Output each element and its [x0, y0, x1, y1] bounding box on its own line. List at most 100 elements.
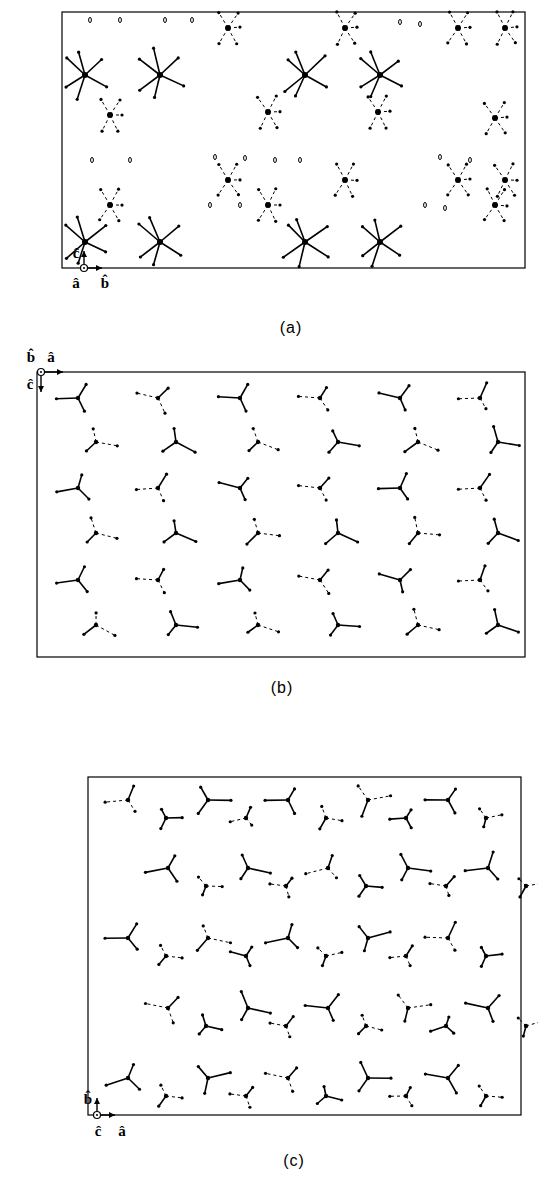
- atom-dot: [400, 878, 403, 881]
- bond-line: [498, 625, 518, 632]
- atom-dot: [94, 440, 98, 444]
- atom-dot: [503, 101, 506, 104]
- bond-line: [265, 799, 288, 801]
- axis-origin: [83, 267, 85, 269]
- atom-dot: [77, 262, 80, 265]
- bond-line: [145, 1003, 168, 1008]
- atom-dot: [493, 608, 496, 611]
- bond-line: [418, 625, 439, 630]
- atom-dot: [438, 533, 441, 536]
- atom-dot: [217, 395, 220, 398]
- axis-label: b̂: [27, 350, 35, 365]
- atom-dot: [163, 412, 166, 415]
- atom-dot: [358, 444, 361, 447]
- atom-dot: [181, 816, 184, 819]
- atom-dot: [135, 922, 138, 925]
- atom-dot: [82, 72, 88, 78]
- atom-dot: [246, 383, 249, 386]
- atom-dot: [358, 925, 361, 928]
- bond-line: [56, 397, 78, 399]
- bond-line: [296, 52, 305, 75]
- atom-dot: [290, 923, 293, 926]
- atom-dot: [144, 1002, 147, 1005]
- atom-dot: [169, 610, 172, 613]
- atom-dot: [177, 225, 180, 228]
- atom-dot: [397, 994, 400, 997]
- atom-dot: [478, 486, 482, 490]
- atom-dot: [283, 90, 286, 93]
- atom-dot: [153, 96, 156, 99]
- atom-dot: [342, 25, 348, 31]
- atom-dot: [502, 25, 508, 31]
- atom-dot: [359, 1061, 362, 1064]
- atom-dot: [82, 633, 85, 636]
- atom-dot: [444, 884, 448, 888]
- atom-dot: [298, 265, 301, 268]
- atom-dot: [264, 1072, 267, 1075]
- atom-dot: [335, 10, 338, 13]
- bond-line: [270, 1023, 286, 1026]
- atom-dot: [361, 225, 364, 228]
- atom-dot: [76, 215, 79, 218]
- atom-dot: [318, 827, 321, 830]
- atom-dot: [83, 410, 86, 413]
- atom-dot: [238, 396, 242, 400]
- axis-arrowhead: [109, 1112, 115, 1118]
- atom-dot: [217, 193, 220, 196]
- atom-dot: [162, 540, 165, 543]
- atom-dot: [437, 628, 440, 631]
- atom-dot: [355, 179, 358, 182]
- atom-dot: [517, 877, 520, 880]
- bond-line: [85, 226, 106, 242]
- atom-dot: [65, 257, 68, 260]
- atom-dot: [464, 869, 467, 872]
- atom-dot: [100, 58, 103, 61]
- atom-dot: [406, 866, 410, 870]
- atom-dot: [228, 1092, 231, 1095]
- bond-line: [137, 393, 158, 398]
- atom-dot: [206, 936, 210, 940]
- atom-dot: [446, 41, 449, 44]
- atom-dot: [196, 949, 199, 952]
- atom-dot: [465, 42, 468, 45]
- atom-dot: [505, 204, 508, 207]
- bond-line: [105, 800, 128, 802]
- atom-dot: [398, 486, 402, 490]
- atom-dot: [342, 177, 348, 183]
- atom-dot: [486, 866, 490, 870]
- atom-dot: [488, 473, 491, 476]
- atom-dot: [89, 17, 92, 22]
- bond-line: [494, 427, 498, 442]
- bond-line: [288, 800, 295, 813]
- bond-line: [78, 567, 84, 580]
- atom-dot: [515, 25, 518, 28]
- atom-dot: [241, 853, 244, 856]
- atom-dot: [217, 42, 220, 45]
- atom-dot: [357, 784, 360, 787]
- atom-dot: [304, 1004, 307, 1007]
- bond-line: [96, 533, 117, 538]
- atom-dot: [327, 476, 330, 479]
- atom-dot: [406, 633, 409, 636]
- atom-dot: [290, 877, 293, 880]
- atom-dot: [515, 179, 518, 182]
- atom-dot: [373, 218, 376, 221]
- atom-dot: [244, 155, 247, 160]
- atom-dot: [85, 449, 88, 452]
- atom-dot: [107, 202, 113, 208]
- atom-dot: [399, 19, 402, 24]
- atom-dot: [259, 127, 262, 130]
- panel-label: (b): [271, 680, 294, 696]
- axis-label: ĉ: [27, 377, 34, 392]
- atom-dot: [496, 43, 499, 46]
- bond-line: [405, 442, 418, 452]
- atom-dot: [256, 623, 260, 627]
- atom-dot: [116, 130, 119, 133]
- bond-line: [306, 868, 328, 874]
- bond-line: [414, 609, 418, 625]
- bond-line: [390, 956, 406, 958]
- atom-dot: [105, 1084, 108, 1087]
- atom-dot: [485, 132, 488, 135]
- atom-dot: [505, 115, 508, 118]
- atom-dot: [105, 85, 108, 88]
